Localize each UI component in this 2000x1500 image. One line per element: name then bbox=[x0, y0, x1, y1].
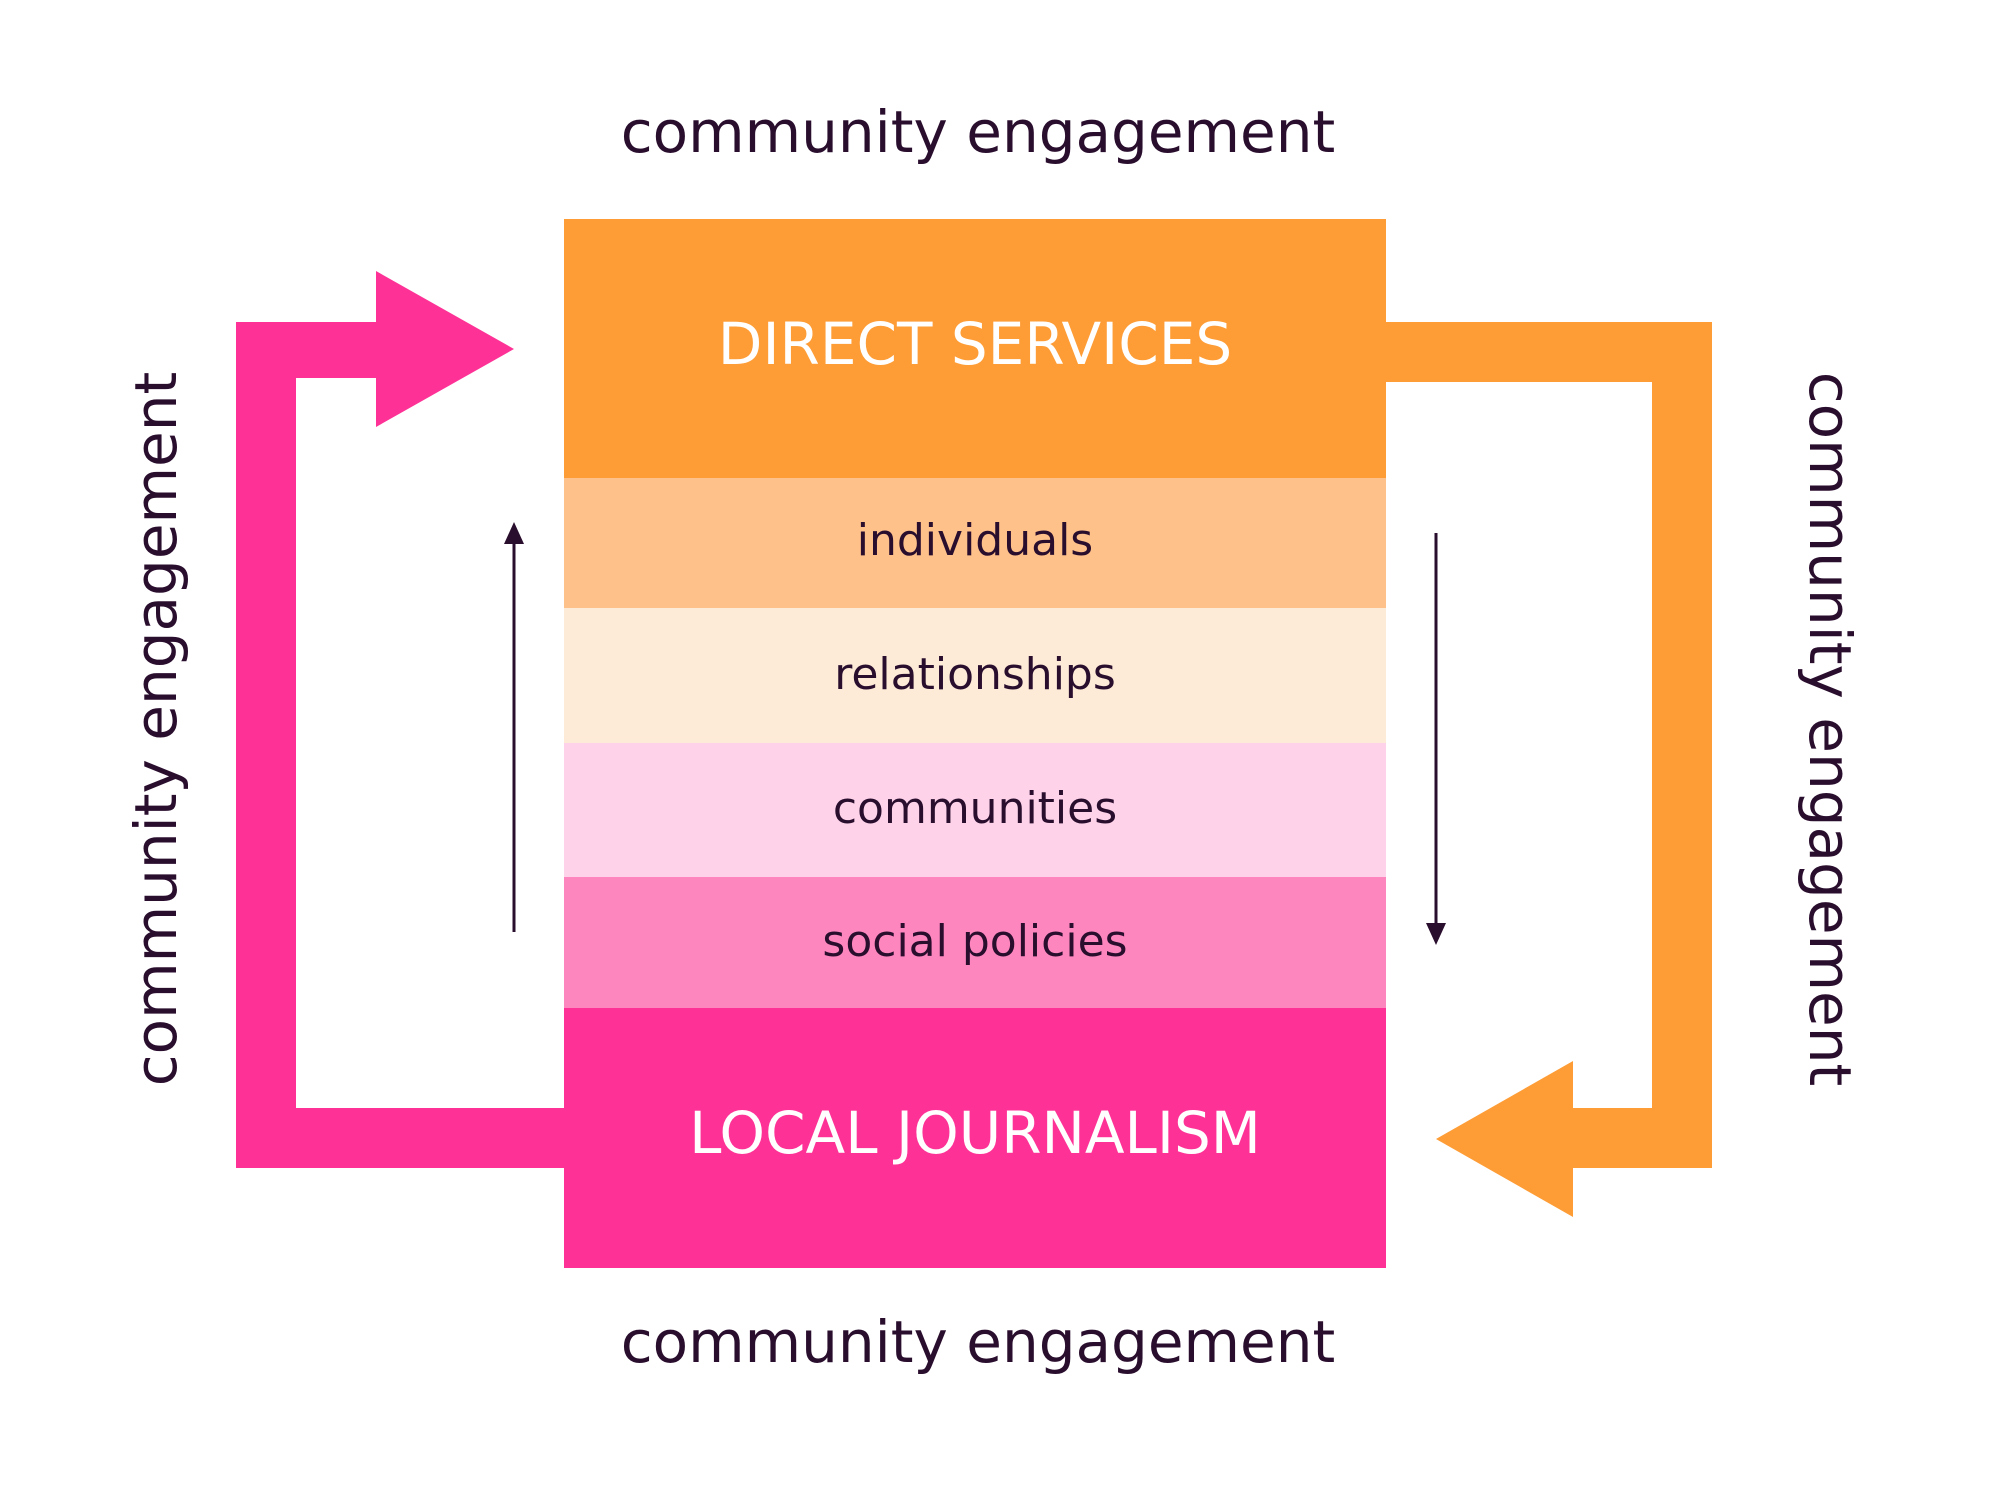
social-policies-block bbox=[564, 877, 1386, 1008]
local-journalism-label: LOCAL JOURNALISM bbox=[689, 1099, 1261, 1167]
left-feedback-arrow bbox=[236, 271, 566, 1168]
relationships-label: relationships bbox=[834, 649, 1116, 700]
downward-flow-arrowhead bbox=[1426, 923, 1446, 945]
right-engagement-label: community engagement bbox=[1796, 372, 1864, 1087]
top-engagement-label: community engagement bbox=[621, 98, 1336, 166]
upward-flow-arrowhead bbox=[504, 522, 524, 544]
direct-services-label: DIRECT SERVICES bbox=[718, 310, 1232, 378]
social-policies-label: social policies bbox=[822, 916, 1127, 967]
communities-label: communities bbox=[833, 783, 1117, 834]
individuals-block bbox=[564, 478, 1386, 608]
bottom-engagement-label: community engagement bbox=[621, 1308, 1336, 1376]
left-engagement-label: community engagement bbox=[122, 372, 190, 1087]
individuals-label: individuals bbox=[857, 515, 1093, 566]
right-feedback-arrow bbox=[1386, 322, 1712, 1217]
relationships-block bbox=[564, 608, 1386, 743]
communities-block bbox=[564, 743, 1386, 877]
direct-services-block bbox=[564, 219, 1386, 478]
local-journalism-block bbox=[564, 1008, 1386, 1268]
